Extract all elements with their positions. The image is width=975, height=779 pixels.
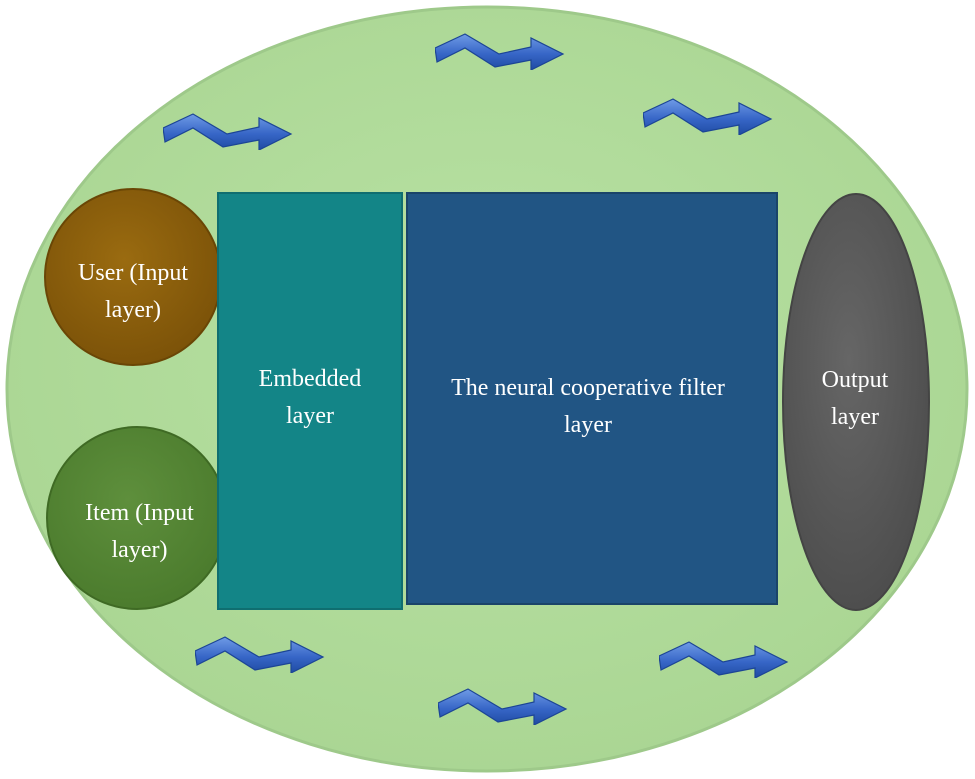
filter-layer-label: The neural cooperative filter layer: [408, 370, 768, 444]
output-node: [782, 193, 930, 611]
user-label-line2: layer): [105, 297, 161, 323]
item-label-line1: Item (Input: [85, 500, 194, 526]
filter-layer-box: [406, 192, 778, 605]
filter-label-line1: The neural cooperative filter: [451, 375, 725, 401]
item-label-line2: layer): [111, 537, 168, 563]
filter-label-line2: layer: [564, 412, 612, 438]
embedded-label-line2: layer: [286, 403, 334, 429]
output-label-line1: Output: [821, 367, 889, 393]
embedded-label-line1: Embedded: [258, 366, 362, 392]
output-layer-label: Output layer: [790, 362, 920, 436]
user-label-line1: User (Input: [78, 260, 188, 286]
embedded-layer-box: [217, 192, 403, 610]
item-input-label: Item (Input layer): [52, 495, 227, 569]
user-input-label: User (Input layer): [48, 255, 218, 329]
embedded-layer-label: Embedded layer: [220, 361, 400, 435]
output-label-line2: layer: [831, 404, 879, 430]
